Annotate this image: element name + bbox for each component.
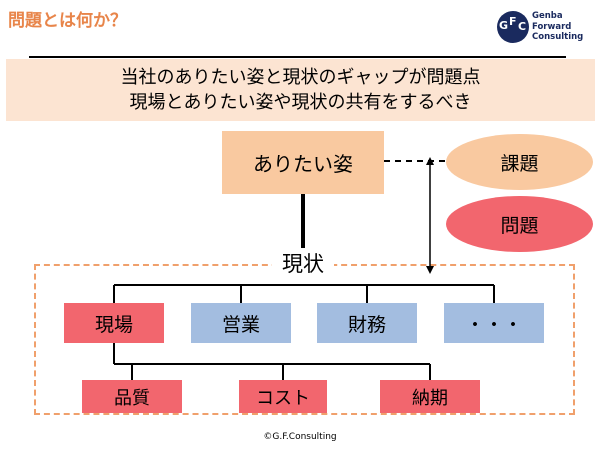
company-logo: G F C Genba Forward Consulting <box>497 10 597 44</box>
issue-oval: 課題 <box>446 134 593 190</box>
current-state-label: 現状 <box>272 248 334 278</box>
banner-line-2: 現場とありたい姿や現状の共有をするべき <box>129 92 472 113</box>
logo-mark-icon: G F C <box>497 11 529 43</box>
problem-oval: 問題 <box>446 196 593 252</box>
dept-genba: 現場 <box>64 303 164 343</box>
slide-title: 問題とは何か？ <box>8 11 127 31</box>
dept-others: ・・・ <box>444 303 544 343</box>
ideal-state-box: ありたい姿 <box>222 131 384 194</box>
copyright-footer: ©G.F.Consulting <box>263 432 337 442</box>
message-banner: 当社のありたい姿と現状のギャップが問題点 現場とありたい姿や現状の共有をするべき <box>6 59 595 121</box>
dept-finance: 財務 <box>317 303 417 343</box>
title-divider <box>29 56 566 58</box>
sub-quality: 品質 <box>82 380 182 413</box>
sub-cost: コスト <box>239 380 327 413</box>
sub-delivery: 納期 <box>380 380 480 413</box>
logo-text: Genba Forward Consulting <box>532 11 584 42</box>
banner-line-1: 当社のありたい姿と現状のギャップが問題点 <box>120 67 481 88</box>
dept-sales: 営業 <box>191 303 291 343</box>
